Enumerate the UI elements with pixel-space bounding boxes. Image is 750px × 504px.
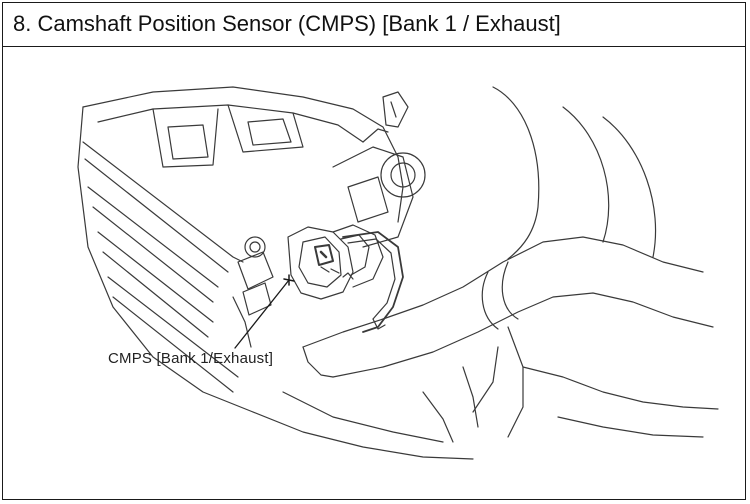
cmps-callout-label: CMPS [Bank 1/Exhaust] <box>108 350 274 367</box>
lower-housing <box>252 411 474 460</box>
right-housing <box>492 86 540 260</box>
sensor-connector <box>332 224 384 288</box>
coolant-hose <box>302 236 704 348</box>
line-drawing <box>77 86 719 460</box>
cmps-sensor-body <box>287 226 354 300</box>
engine-block-outline <box>82 86 404 223</box>
leader-line <box>234 279 290 349</box>
mount-bolt <box>244 236 266 258</box>
wiring-harness <box>342 231 404 333</box>
section-title: 8. Camshaft Position Sensor (CMPS) [Bank… <box>13 11 561 36</box>
left-rails <box>82 141 244 263</box>
engine-illustration: CMPS [Bank 1/Exhaust] <box>3 47 745 499</box>
title-bar: 8. Camshaft Position Sensor (CMPS) [Bank… <box>3 3 745 47</box>
